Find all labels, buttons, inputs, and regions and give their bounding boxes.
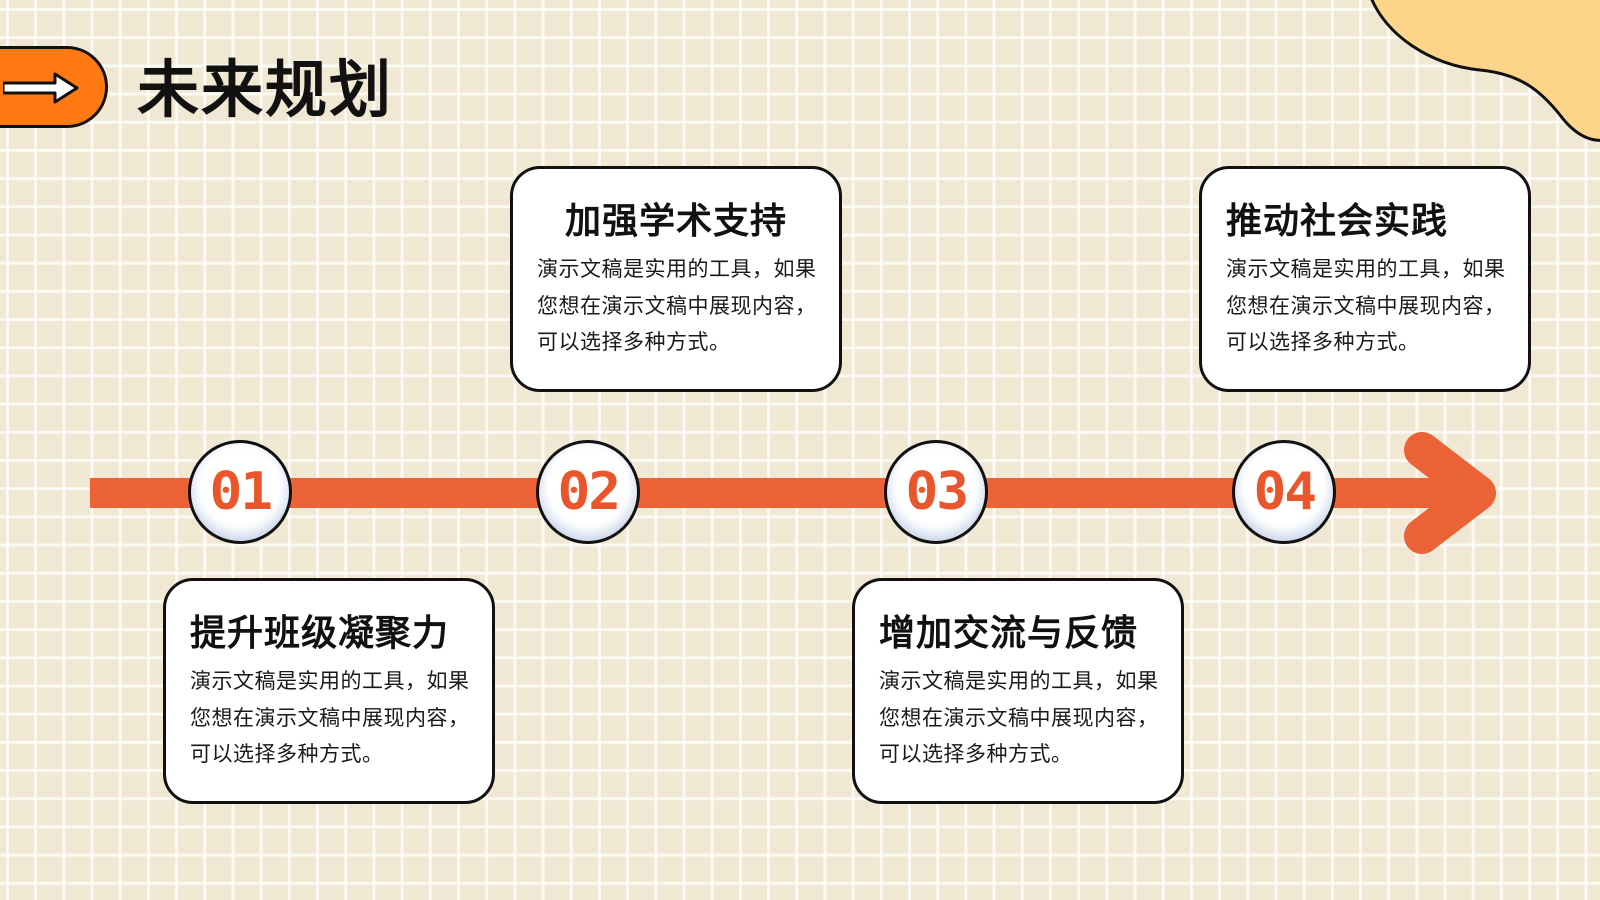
- step-description: 演示文稿是实用的工具，如果您想在演示文稿中展现内容，可以选择多种方式。: [1226, 257, 1506, 354]
- step-description: 演示文稿是实用的工具，如果您想在演示文稿中展现内容，可以选择多种方式。: [190, 669, 470, 766]
- step-marker-02: 02: [536, 440, 640, 544]
- page-title: 未来规划: [137, 53, 394, 126]
- step-card-03: 增加交流与反馈 演示文稿是实用的工具，如果您想在演示文稿中展现内容，可以选择多种…: [852, 578, 1184, 804]
- step-title: 加强学术支持: [564, 201, 787, 242]
- right-arrow-icon: [3, 72, 79, 104]
- step-title: 提升班级凝聚力: [190, 613, 450, 654]
- step-title: 增加交流与反馈: [879, 613, 1139, 654]
- step-number: 04: [1253, 462, 1317, 522]
- step-card-01: 提升班级凝聚力 演示文稿是实用的工具，如果您想在演示文稿中展现内容，可以选择多种…: [163, 578, 495, 804]
- timeline-arrowhead: [1404, 432, 1496, 554]
- corner-blob-decoration: [1370, 0, 1600, 142]
- title-badge: [0, 46, 108, 128]
- step-title: 推动社会实践: [1226, 201, 1449, 242]
- step-description: 演示文稿是实用的工具，如果您想在演示文稿中展现内容，可以选择多种方式。: [537, 257, 817, 354]
- step-marker-01: 01: [188, 440, 292, 544]
- step-number: 02: [557, 462, 621, 522]
- step-marker-04: 04: [1232, 440, 1336, 544]
- step-card-04: 推动社会实践 演示文稿是实用的工具，如果您想在演示文稿中展现内容，可以选择多种方…: [1199, 166, 1531, 392]
- step-number: 01: [209, 462, 273, 522]
- step-description: 演示文稿是实用的工具，如果您想在演示文稿中展现内容，可以选择多种方式。: [879, 669, 1159, 766]
- step-marker-03: 03: [884, 440, 988, 544]
- step-card-02: 加强学术支持 演示文稿是实用的工具，如果您想在演示文稿中展现内容，可以选择多种方…: [510, 166, 842, 392]
- step-number: 03: [905, 462, 969, 522]
